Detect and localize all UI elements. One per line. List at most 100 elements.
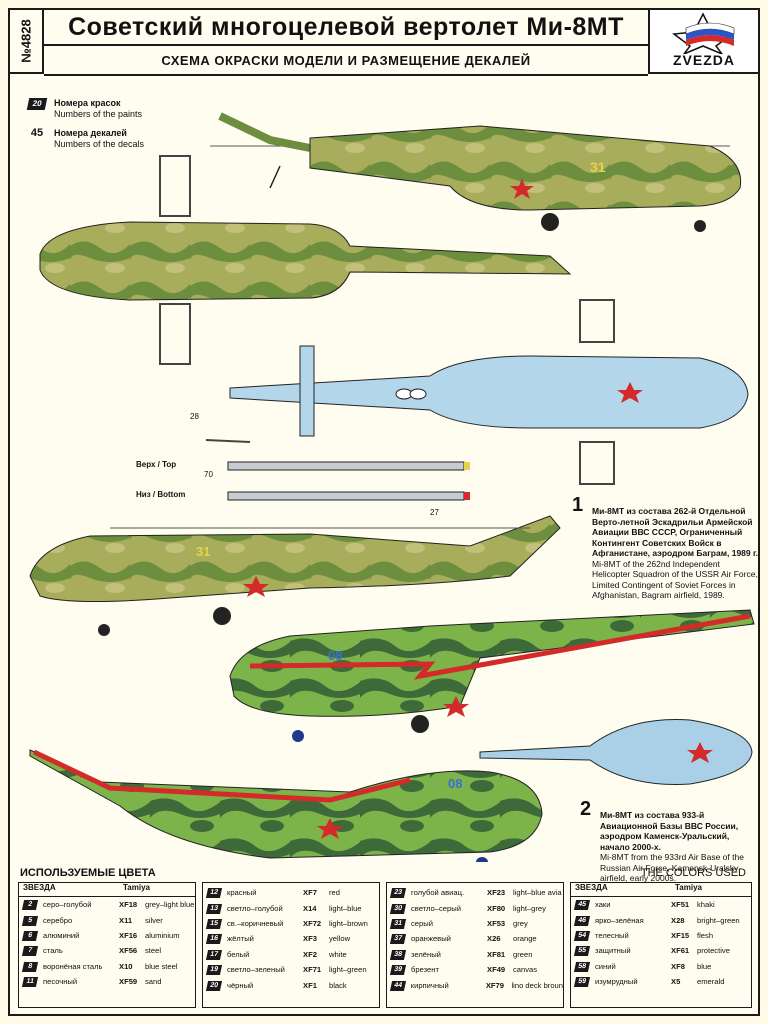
tamiya-code: XF71 bbox=[303, 965, 322, 975]
v1-bottom-view bbox=[229, 299, 749, 485]
brand-name: ZVEZDA bbox=[673, 52, 735, 68]
col-zvezda-1: ЗВЕЗДА bbox=[23, 883, 56, 892]
legend-decals-ru: Номера декалей bbox=[54, 128, 127, 138]
col-zvezda-4: ЗВЕЗДА bbox=[575, 883, 608, 892]
paint-name-ru: хаки bbox=[595, 900, 611, 910]
paint-name-ru: жёлтый bbox=[227, 934, 254, 944]
v2-tail-number-left: 08 bbox=[448, 776, 462, 791]
rotor-top-label: Верх / Top bbox=[136, 460, 177, 469]
tamiya-code: X11 bbox=[119, 915, 133, 925]
paint-name-en: green bbox=[513, 949, 533, 959]
paint-number-badge: 20 bbox=[205, 980, 223, 991]
paint-number-badge: 39 bbox=[389, 965, 407, 976]
colors-title-en: THE COLORS USED bbox=[640, 867, 746, 879]
paint-name-en: grey bbox=[513, 918, 528, 928]
legend-paints-en: Numbers of the paints bbox=[54, 109, 143, 119]
rotor-blades bbox=[205, 439, 470, 501]
paint-number-badge: 16 bbox=[205, 934, 223, 945]
paint-name-ru: голубой авиац. bbox=[411, 888, 465, 898]
version-1-number: 1 bbox=[572, 494, 584, 516]
tamiya-code: XF81 bbox=[487, 949, 506, 959]
paint-name-ru: серебро bbox=[43, 915, 73, 925]
paint-name-ru: оранжевый bbox=[411, 934, 451, 944]
legend-paints-ru: Номера красок bbox=[54, 98, 121, 108]
tamiya-code: X10 bbox=[119, 961, 133, 971]
tamiya-code: XF61 bbox=[671, 946, 690, 956]
paint-name-en: lino deck broun bbox=[511, 980, 563, 990]
v2-left-side-view: 08 bbox=[29, 749, 543, 862]
tamiya-code: XF3 bbox=[303, 934, 317, 944]
paint-name-en: light–blue avia bbox=[513, 888, 562, 898]
tamiya-code: X5 bbox=[671, 977, 681, 987]
paint-number-badge: 8 bbox=[21, 961, 39, 972]
paint-name-ru: алюминий bbox=[43, 930, 80, 940]
paint-number-badge: 5 bbox=[21, 915, 39, 926]
paint-name-en: light–grey bbox=[513, 903, 546, 913]
paint-number-badge: 7 bbox=[21, 946, 39, 957]
v1-top-view bbox=[39, 155, 572, 365]
catalog-number-box: №4828 bbox=[10, 10, 44, 74]
catalog-number: №4828 bbox=[18, 19, 34, 63]
paint-name-ru: белый bbox=[227, 949, 250, 959]
paint-name-en: red bbox=[329, 888, 340, 898]
tamiya-code: XF49 bbox=[487, 965, 506, 975]
decal-number-sample: 45 bbox=[30, 127, 44, 139]
paint-name-ru: изумрудный bbox=[595, 977, 638, 987]
paint-name-en: light–green bbox=[329, 965, 367, 975]
v1-tail-number-side: 31 bbox=[196, 544, 210, 559]
paint-number-badge: 58 bbox=[573, 961, 591, 972]
tamiya-code: XF8 bbox=[671, 961, 685, 971]
brand-logo: ZVEZDA bbox=[648, 10, 758, 74]
paint-number-badge: 15 bbox=[205, 918, 223, 929]
paint-name-en: sand bbox=[145, 977, 162, 987]
tamiya-code: XF56 bbox=[119, 946, 138, 956]
tamiya-code: XF15 bbox=[671, 930, 690, 940]
v2-right-side-view: 08 bbox=[229, 609, 755, 742]
paint-number-badge: 45 bbox=[573, 900, 591, 911]
paint-name-en: orange bbox=[513, 934, 537, 944]
rotor-label-27: 27 bbox=[430, 508, 439, 517]
sheet-title: Советский многоцелевой вертолет Ми-8МТ bbox=[44, 10, 648, 46]
paint-name-en: white bbox=[329, 949, 347, 959]
tamiya-code: XF18 bbox=[119, 900, 138, 910]
version-1-ru: Ми-8МТ из состава 262-й Отдельной Верто-… bbox=[592, 506, 759, 558]
paint-number-badge: 59 bbox=[573, 977, 591, 988]
paint-number-badge: 30 bbox=[389, 903, 407, 914]
paint-name-en: flesh bbox=[697, 930, 714, 940]
paint-number-badge: 54 bbox=[573, 930, 591, 941]
version-2-description: 2 Ми-8МТ из состава 933-й Авиационной Ба… bbox=[580, 799, 760, 884]
legend: 20 Номера красок Numbers of the paints 4… bbox=[26, 98, 144, 158]
paint-name-ru: светло–голубой bbox=[227, 903, 283, 913]
paint-name-en: black bbox=[329, 980, 347, 990]
paint-number-badge: 44 bbox=[389, 980, 407, 991]
tamiya-code: XF1 bbox=[303, 980, 317, 990]
paint-name-en: bright–green bbox=[697, 915, 740, 925]
paint-name-en: protective bbox=[697, 946, 730, 956]
paint-name-ru: ярко–зелёная bbox=[595, 915, 644, 925]
tamiya-code: XF79 bbox=[485, 980, 504, 990]
paint-number-badge: 23 bbox=[389, 888, 407, 899]
paint-name-en: blue steel bbox=[145, 961, 178, 971]
tamiya-code: XF51 bbox=[671, 900, 690, 910]
paint-number-badge: 11 bbox=[21, 977, 39, 988]
paint-name-ru: чёрный bbox=[227, 980, 254, 990]
